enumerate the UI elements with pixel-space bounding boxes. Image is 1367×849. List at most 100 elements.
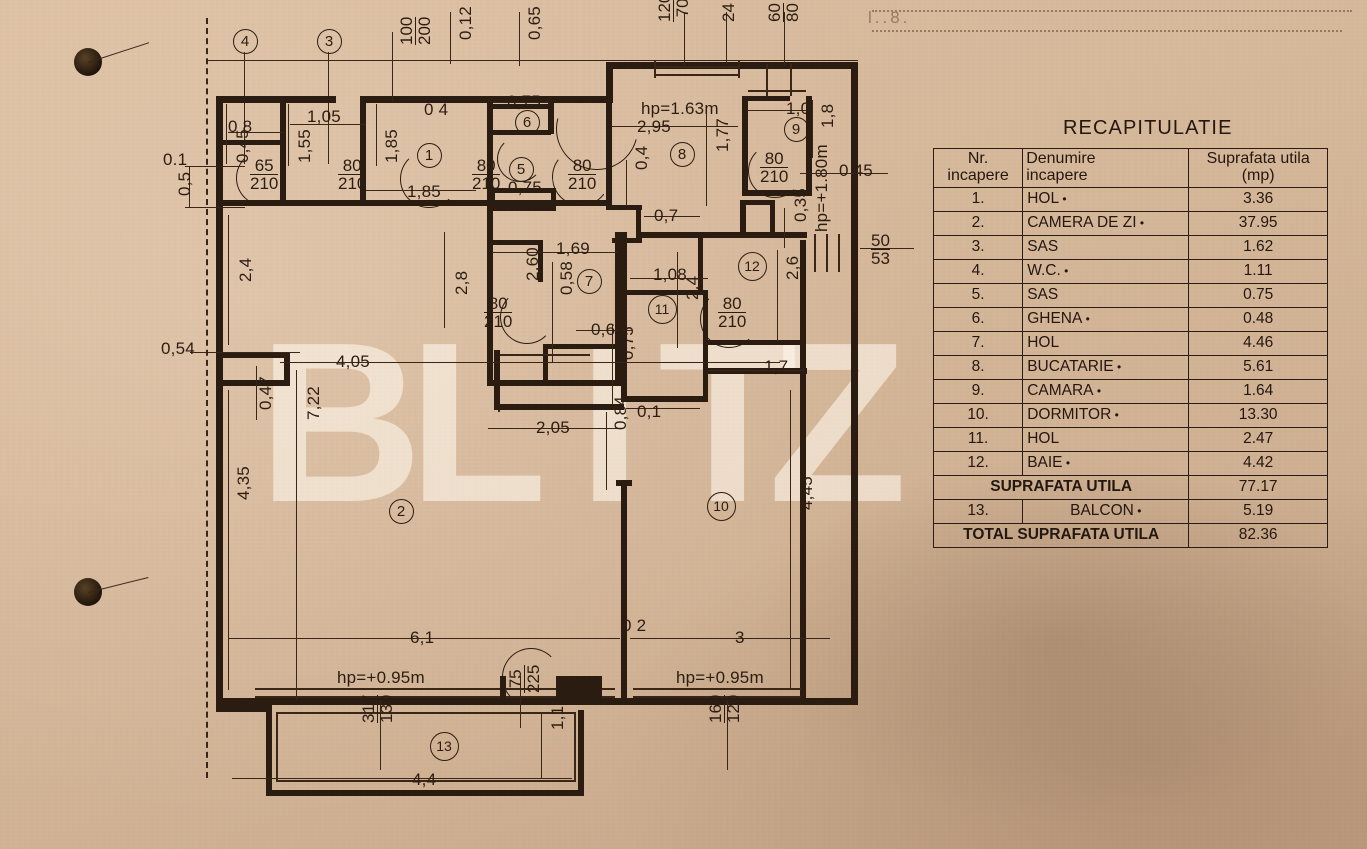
recap-cell-nr: 13. xyxy=(932,498,1024,524)
recap-cell-area: 13.30 xyxy=(1188,402,1328,428)
recap-summary-label: TOTAL SUPRAFATA UTILA xyxy=(932,522,1190,548)
dimline-18-v xyxy=(812,100,813,158)
dim-v-0-58: 0,58 xyxy=(557,261,576,295)
room-marker-3: 3 xyxy=(316,28,342,54)
recap-cell-nr: 8. xyxy=(932,354,1024,380)
recap-row: 1.HOL •3.36 xyxy=(932,186,1328,212)
balcony-wall-right xyxy=(578,710,584,796)
room-marker-4: 4 xyxy=(232,28,258,54)
dimline-075-v xyxy=(612,324,613,404)
room-marker-6: 6 xyxy=(514,109,540,135)
recap-cell-area: 1.64 xyxy=(1188,378,1328,404)
dim-v-2-4: 2,4 xyxy=(236,257,255,282)
recap-row: 4.W.C. •1.11 xyxy=(932,258,1328,284)
dimline-035-v xyxy=(784,208,785,248)
room-dot-marker: • xyxy=(1113,360,1122,375)
dimline-084-v xyxy=(606,412,607,490)
dimline-177-v xyxy=(706,106,707,206)
dimline-01b xyxy=(626,408,700,409)
recap-row: 6.GHENA •0.48 xyxy=(932,306,1328,332)
room-marker-9: 9 xyxy=(783,116,809,142)
wall-kitchen-niche-bottom xyxy=(612,238,642,243)
wall-12-right xyxy=(800,240,806,344)
recap-header-area-line2: (mp) xyxy=(1241,166,1275,184)
dim-v-4-35: 4,35 xyxy=(234,466,253,500)
dimline-317130-v xyxy=(380,700,381,770)
door-swing-sas3 xyxy=(400,150,458,208)
dim-h-0-75: 0,75 xyxy=(507,92,541,111)
balcony-door-jamb-l xyxy=(500,676,506,702)
wall-sas5-right xyxy=(551,188,556,210)
window-kitchen-a xyxy=(654,66,740,68)
door-swing-camara xyxy=(748,144,802,198)
frac-denominator: 70 xyxy=(673,0,692,22)
wall-hol7-inner xyxy=(543,344,615,349)
dim-h-0-2: 0 2 xyxy=(622,616,647,635)
dim-v-0-47: 0,47 xyxy=(256,376,275,410)
recap-cell-area: 5.61 xyxy=(1188,354,1328,380)
wall-top-step xyxy=(606,62,613,103)
top-note-line2: l..8. xyxy=(868,8,911,27)
wall-top-right xyxy=(606,62,858,69)
dim-v-2-4: 2,4 xyxy=(683,275,702,300)
window-camara-sill xyxy=(748,90,806,92)
dimline-26-v xyxy=(777,250,778,342)
wall-hol7-right xyxy=(615,232,621,386)
dim-h-1-7: 1,7 xyxy=(764,357,789,376)
balcony-wall-left xyxy=(266,710,272,796)
wall-hol7-top-b xyxy=(538,240,543,282)
wall-12-top xyxy=(703,232,807,238)
dim-h-4-4: 4,4 xyxy=(412,770,437,789)
recap-header-nr: Nr. incapere xyxy=(932,148,1024,188)
dimline-28-v xyxy=(444,232,445,328)
dimline-08 xyxy=(228,132,284,133)
recap-cell-name: BUCATARIE • xyxy=(1022,354,1190,380)
frac-denominator: 210 xyxy=(718,312,747,332)
recap-row: 8.BUCATARIE •5.61 xyxy=(932,354,1328,380)
window-right-b xyxy=(826,234,828,272)
frac-denominator: 210 xyxy=(484,312,513,332)
dimline-045-v xyxy=(226,104,227,164)
dimline-5053 xyxy=(860,248,914,249)
recap-cell-name: SAS xyxy=(1022,282,1190,308)
balcony-stub-left xyxy=(216,700,272,712)
recap-cell-name: HOL xyxy=(1022,426,1190,452)
frac-numerator: 65 xyxy=(254,156,274,175)
wall-kitchen-left xyxy=(606,100,612,210)
recap-cell-area: 3.36 xyxy=(1188,186,1328,212)
dimline-185-v xyxy=(376,104,377,166)
frac-denominator: 210 xyxy=(568,174,597,194)
dimline-205 xyxy=(488,428,620,429)
room-dot-marker: • xyxy=(1060,264,1069,279)
dim-h-0-45: 0 45 xyxy=(839,161,873,180)
recap-cell-name: BALCON • xyxy=(1022,498,1190,524)
recap-cell-nr: 1. xyxy=(932,186,1024,212)
axis-dashed-vertical xyxy=(206,18,208,778)
recap-summary-label: SUPRAFATA UTILA xyxy=(932,474,1190,500)
wall-hol7-left-b xyxy=(494,350,500,408)
wall-left-notch-a xyxy=(216,352,223,382)
recap-header-name-line1: Denumire xyxy=(1026,150,1096,167)
balcony-edge-bottom xyxy=(276,780,576,782)
dimline-405 xyxy=(280,362,780,363)
wall-camara-top xyxy=(742,96,790,101)
dim-v-1-55: 1,55 xyxy=(295,129,314,163)
dimline-44 xyxy=(232,778,572,779)
dim-v-4-45: 4,45 xyxy=(797,476,816,510)
wall-central-spine-b xyxy=(487,206,493,278)
room-marker-11: 11 xyxy=(647,294,677,324)
dim-h-0-7: 0,7 xyxy=(654,206,679,225)
frac-numerator: 75 xyxy=(506,669,525,689)
door-swing-hol7 xyxy=(500,290,554,344)
frac-numerator: 100 xyxy=(397,16,416,45)
wall-central-spine-a xyxy=(487,96,493,206)
recap-row: 12.BAIE •4.42 xyxy=(932,450,1328,476)
recap-header-nr-line1: Nr. xyxy=(967,150,989,167)
recap-cell-area: 0.75 xyxy=(1188,282,1328,308)
